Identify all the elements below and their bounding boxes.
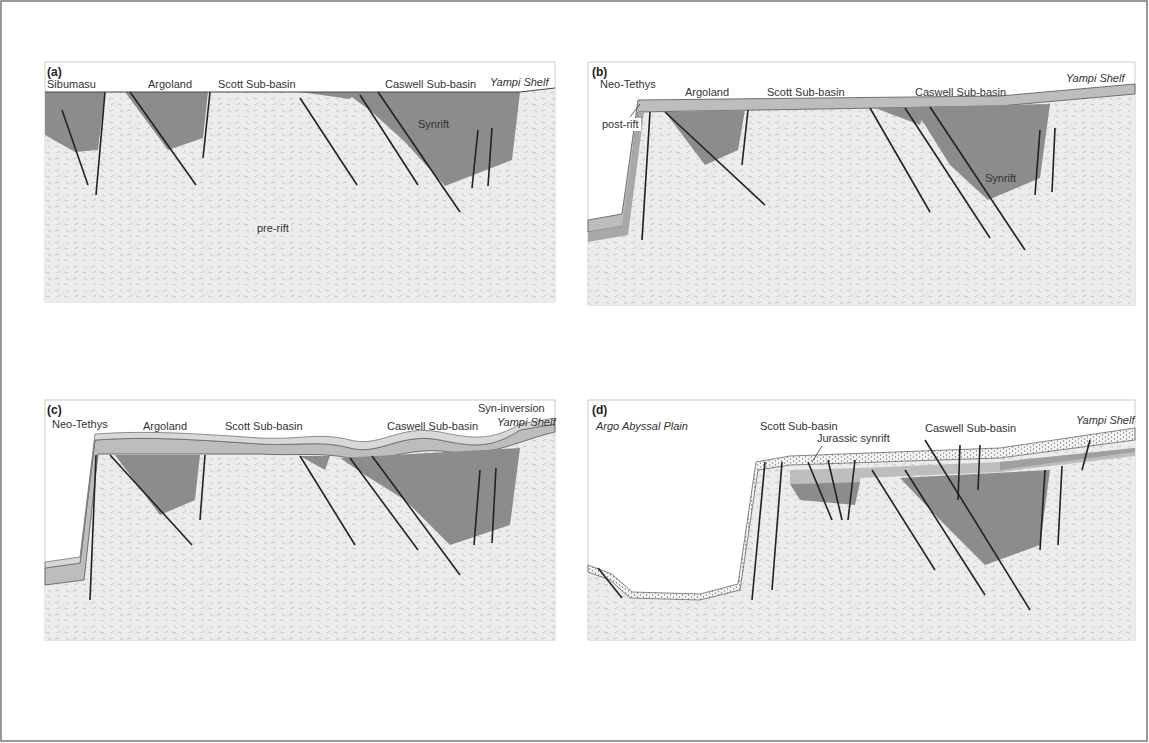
section-label: Caswell Sub-basin [925, 422, 1016, 435]
panel-letter: (a) [47, 66, 62, 79]
section-label: post-rift [600, 118, 641, 131]
section-label: Neo-Tethys [600, 78, 656, 91]
section-label: Yampi Shelf [1076, 414, 1135, 427]
section-label: Argoland [148, 78, 192, 91]
section-label: Syn-inversion [478, 402, 545, 415]
panel-c [45, 400, 555, 640]
section-label: Scott Sub-basin [767, 86, 845, 99]
section-label: Synrift [418, 118, 449, 131]
section-label: Neo-Tethys [52, 418, 108, 431]
section-label: Yampi Shelf [1066, 72, 1125, 85]
section-label: Argoland [143, 420, 187, 433]
section-label: Caswell Sub-basin [385, 78, 476, 91]
section-label: Synrift [985, 172, 1016, 185]
section-label: Yampi Shelf [490, 76, 549, 89]
panel-a [45, 62, 555, 302]
panel-b [588, 62, 1135, 305]
panel-d [588, 400, 1135, 640]
section-label: Yampi Shelf [497, 416, 556, 429]
section-label: Caswell Sub-basin [915, 86, 1006, 99]
panel-letter: (b) [592, 66, 607, 79]
section-label: Caswell Sub-basin [387, 420, 478, 433]
section-label: Jurassic synrift [815, 432, 892, 445]
section-label: Argoland [685, 86, 729, 99]
section-label: Scott Sub-basin [218, 78, 296, 91]
section-label: Argo Abyssal Plain [596, 420, 688, 433]
section-label: pre-rift [255, 222, 291, 235]
panel-letter: (c) [47, 404, 62, 417]
section-label: Scott Sub-basin [225, 420, 303, 433]
panel-letter: (d) [592, 404, 607, 417]
section-label: Sibumasu [47, 78, 96, 91]
